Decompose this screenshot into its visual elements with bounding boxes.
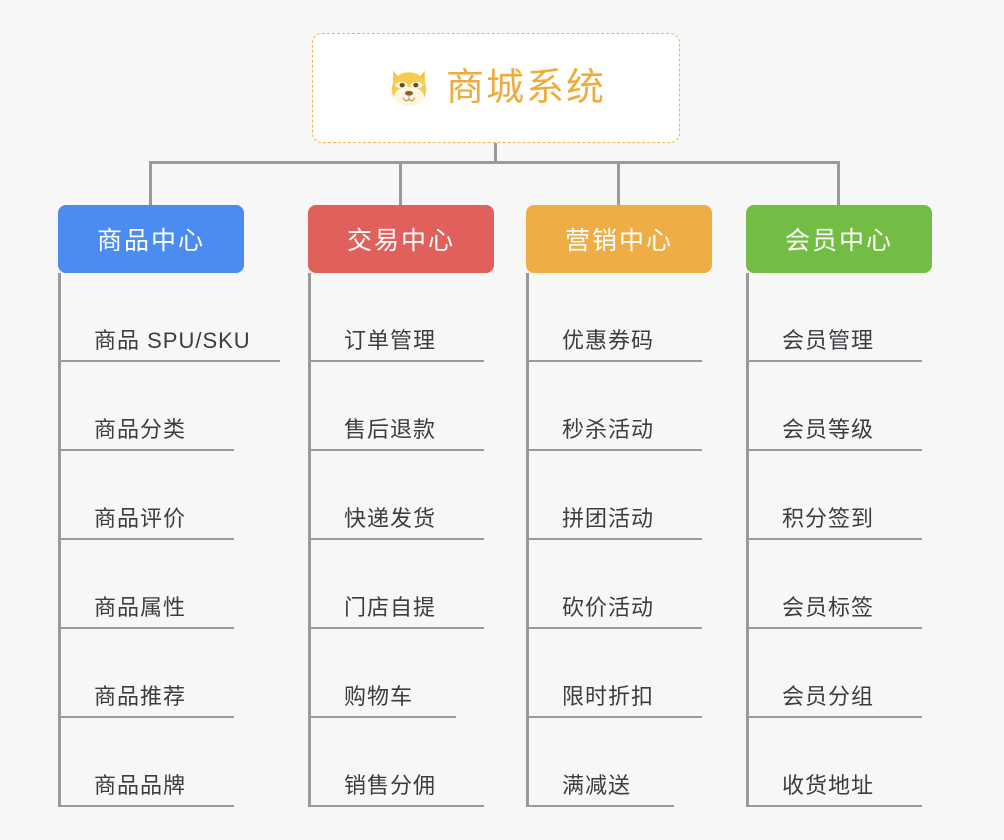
leaf-item[interactable]: 会员分组 [749,629,922,718]
root-title: 商城系统 [445,67,606,109]
leaf-item-label: 商品属性 [94,594,187,620]
leaf-item[interactable]: 会员标签 [749,540,922,629]
leaf-item[interactable]: 收货地址 [749,718,922,807]
leaf-item[interactable]: 优惠券码 [529,273,702,362]
leaf-item-label: 满减送 [562,772,632,798]
leaf-item-label: 会员管理 [782,327,875,353]
connector-drop-3 [617,161,620,206]
leaf-item[interactable]: 秒杀活动 [529,362,702,451]
leaf-item[interactable]: 商品 SPU/SKU [61,273,280,362]
category-header-2[interactable]: 交易中心 [308,205,494,273]
leaf-item-label: 收货地址 [782,772,875,798]
leaf-item-label: 门店自提 [344,594,437,620]
connector-root-stem [494,143,497,163]
leaf-list-4: 会员管理会员等级积分签到会员标签会员分组收货地址 [746,273,932,807]
leaf-item-label: 限时折扣 [562,683,655,709]
connector-drop-4 [837,161,840,206]
leaf-item[interactable]: 会员等级 [749,362,922,451]
category-label: 交易中心 [346,227,455,255]
leaf-item[interactable]: 快递发货 [311,451,484,540]
leaf-item-label: 商品 SPU/SKU [94,327,251,353]
category-column-3: 营销中心 优惠券码秒杀活动拼团活动砍价活动限时折扣满减送 [526,205,712,807]
leaf-item-label: 售后退款 [344,416,437,442]
leaf-item[interactable]: 商品品牌 [61,718,234,807]
leaf-item[interactable]: 积分签到 [749,451,922,540]
leaf-item[interactable]: 限时折扣 [529,629,702,718]
leaf-item-label: 销售分佣 [344,772,437,798]
connector-drop-2 [399,161,402,206]
leaf-item[interactable]: 商品评价 [61,451,234,540]
leaf-item-label: 秒杀活动 [562,416,655,442]
leaf-item[interactable]: 会员管理 [749,273,922,362]
shiba-dog-face-icon [391,70,427,106]
leaf-item-label: 优惠券码 [562,327,655,353]
leaf-item[interactable]: 拼团活动 [529,451,702,540]
leaf-item-label: 商品评价 [94,505,187,531]
leaf-item-label: 订单管理 [344,327,437,353]
category-label: 营销中心 [564,227,673,255]
category-column-1: 商品中心 商品 SPU/SKU 商品分类商品评价商品属性商品推荐商品品牌 [58,205,280,807]
leaf-item[interactable]: 商品属性 [61,540,234,629]
connector-horizontal-bus [150,161,840,164]
leaf-item-label: 会员分组 [782,683,875,709]
leaf-item[interactable]: 订单管理 [311,273,484,362]
leaf-item[interactable]: 门店自提 [311,540,484,629]
leaf-item-label: 积分签到 [782,505,875,531]
leaf-item[interactable]: 商品分类 [61,362,234,451]
category-label: 商品中心 [96,227,205,255]
leaf-item-label: 商品品牌 [94,772,187,798]
category-header-1[interactable]: 商品中心 [58,205,244,273]
leaf-list-3: 优惠券码秒杀活动拼团活动砍价活动限时折扣满减送 [526,273,712,807]
leaf-list-2: 订单管理售后退款快递发货门店自提购物车销售分佣 [308,273,494,807]
leaf-item-label: 砍价活动 [562,594,655,620]
leaf-item[interactable]: 售后退款 [311,362,484,451]
leaf-list-1: 商品 SPU/SKU 商品分类商品评价商品属性商品推荐商品品牌 [58,273,280,807]
category-label: 会员中心 [784,227,893,255]
leaf-item[interactable]: 购物车 [311,629,456,718]
category-column-2: 交易中心 订单管理售后退款快递发货门店自提购物车销售分佣 [308,205,494,807]
leaf-item-label: 会员等级 [782,416,875,442]
leaf-item[interactable]: 砍价活动 [529,540,702,629]
leaf-item-label: 商品推荐 [94,683,187,709]
leaf-item[interactable]: 商品推荐 [61,629,234,718]
leaf-item-label: 购物车 [344,683,414,709]
category-column-4: 会员中心 会员管理会员等级积分签到会员标签会员分组收货地址 [746,205,932,807]
category-header-4[interactable]: 会员中心 [746,205,932,273]
connector-drop-1 [149,161,152,206]
category-header-3[interactable]: 营销中心 [526,205,712,273]
leaf-item-label: 商品分类 [94,416,187,442]
leaf-item[interactable]: 销售分佣 [311,718,484,807]
root-node[interactable]: 商城系统 [312,33,680,143]
leaf-item-label: 快递发货 [344,505,437,531]
leaf-item-label: 会员标签 [782,594,875,620]
leaf-item-label: 拼团活动 [562,505,655,531]
leaf-item[interactable]: 满减送 [529,718,674,807]
